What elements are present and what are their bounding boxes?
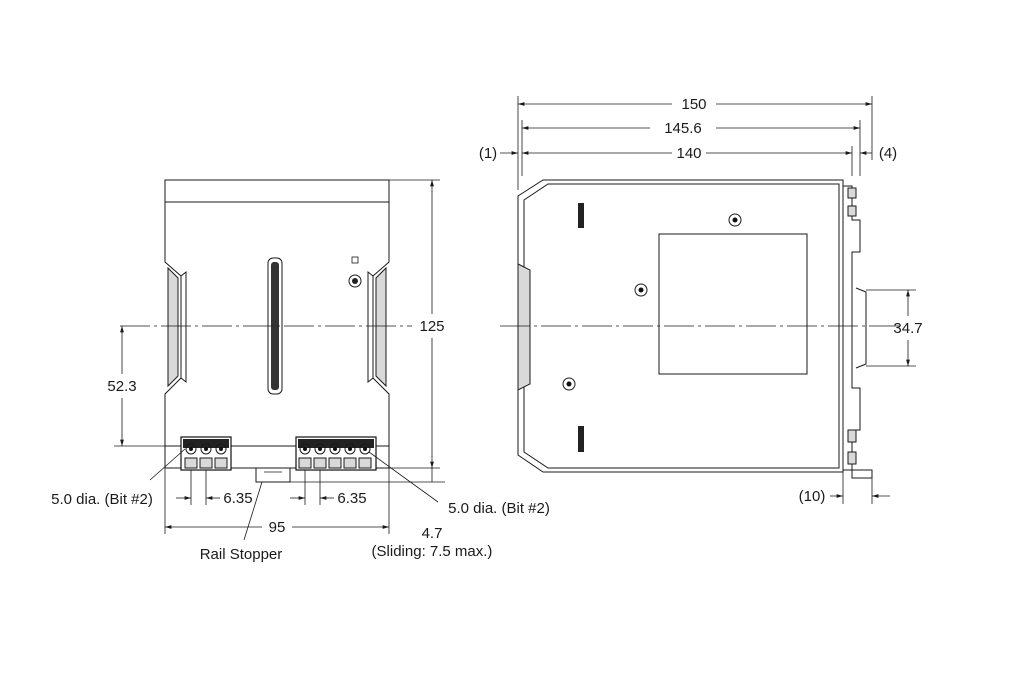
rail-stopper-label: Rail Stopper: [200, 546, 283, 563]
side-screw-2: [634, 283, 648, 297]
din-rail-clip: [843, 185, 861, 471]
side-front-notch: [517, 263, 531, 391]
right-recess-edge: [367, 270, 374, 384]
leader-hole-left: [149, 448, 186, 481]
front-view: [164, 179, 390, 483]
hole-left-label: 5.0 dia. (Bit #2): [51, 491, 153, 508]
rail-slider: [851, 469, 873, 479]
left-recess-edge: [180, 270, 187, 384]
leader-rail-stopper: [243, 481, 263, 541]
adjust-potentiometer-core: [352, 278, 358, 284]
dim-140-label: 140: [676, 145, 701, 162]
dim-95-label: 95: [269, 519, 286, 536]
dim-1-label: (1): [479, 145, 497, 162]
front-slot-inner: [271, 262, 279, 390]
right-recess: [375, 266, 387, 388]
side-slot-bottom: [578, 426, 584, 452]
dim-4-7-label: 4.7: [422, 525, 443, 542]
dim-6-35-left-label: 6.35: [223, 490, 252, 507]
dim-150-label: 150: [681, 96, 706, 113]
side-screw-3: [562, 377, 576, 391]
side-body-inner: [523, 183, 840, 469]
hole-right-label: 5.0 dia. (Bit #2): [448, 500, 550, 517]
side-label-area: [658, 233, 808, 375]
left-terminal-block: [180, 436, 232, 471]
dim-145-6-label: 145.6: [664, 120, 702, 137]
adjust-potentiometer: [348, 274, 362, 288]
left-recess: [167, 266, 179, 388]
side-body-outline: [517, 179, 844, 473]
dim-4-label: (4): [879, 145, 897, 162]
led-indicator: [351, 256, 359, 264]
front-top-lip: [164, 179, 390, 203]
side-screw-1: [728, 213, 742, 227]
sliding-note: (Sliding: 7.5 max.): [372, 543, 493, 560]
dim-10-label: (10): [799, 488, 826, 505]
side-view: [517, 179, 873, 479]
dim-52-3-label: 52.3: [107, 378, 136, 395]
leader-hole-right: [368, 451, 439, 503]
din-rail-hook: [855, 287, 867, 369]
dim-6-35-right-label: 6.35: [337, 490, 366, 507]
dimension-lines: [114, 96, 916, 541]
rail-stopper: [255, 467, 291, 483]
right-terminal-block: [295, 436, 377, 471]
dim-125-label: 125: [419, 318, 444, 335]
side-slot-top: [578, 203, 584, 228]
dim-34-7-label: 34.7: [893, 320, 922, 337]
